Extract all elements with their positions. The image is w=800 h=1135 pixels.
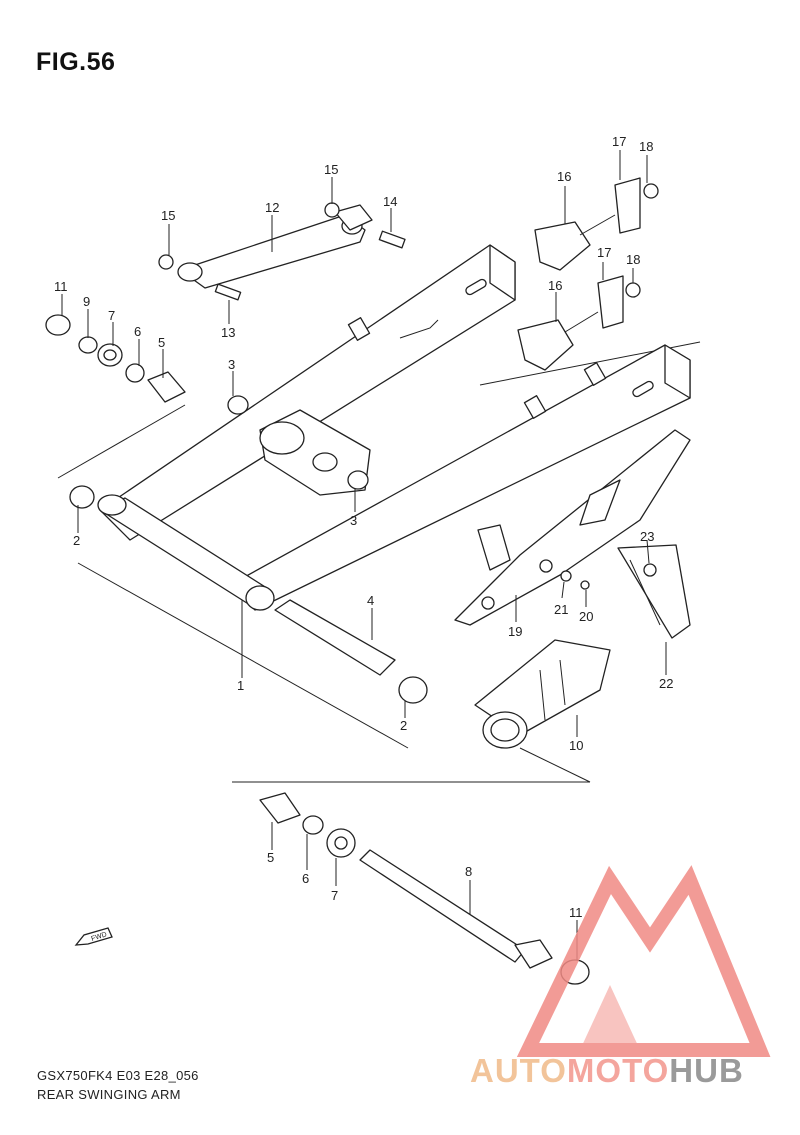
callout-2: 2 bbox=[400, 718, 407, 733]
callout-16: 16 bbox=[557, 169, 571, 184]
section-boundary-lower bbox=[232, 747, 591, 783]
callout-8: 8 bbox=[465, 864, 472, 879]
pivot-shaft-assembly bbox=[259, 792, 590, 985]
callout-10: 10 bbox=[569, 738, 583, 753]
callout-11: 11 bbox=[54, 279, 68, 294]
callout-5: 5 bbox=[158, 335, 165, 350]
callout-7: 7 bbox=[108, 308, 115, 323]
watermark-part-hub: HUB bbox=[669, 1052, 744, 1089]
callout-11: 11 bbox=[569, 905, 583, 920]
callout-2: 2 bbox=[73, 533, 80, 548]
watermark-part-auto: AUTO bbox=[470, 1052, 567, 1089]
bracket bbox=[617, 544, 691, 639]
callout-4: 4 bbox=[367, 593, 374, 608]
callout-9: 9 bbox=[83, 294, 90, 309]
figure-title: FIG.56 bbox=[36, 48, 116, 76]
callout-14: 14 bbox=[383, 194, 397, 209]
swinging-arm bbox=[97, 244, 691, 611]
callout-16: 16 bbox=[548, 278, 562, 293]
callout-22: 22 bbox=[659, 676, 673, 691]
callout-23: 23 bbox=[640, 529, 654, 544]
callout-15: 15 bbox=[324, 162, 338, 177]
chain-adjuster-upper bbox=[534, 177, 641, 271]
fwd-label: FWD bbox=[90, 931, 107, 943]
callout-6: 6 bbox=[134, 324, 141, 339]
watermark-part-moto: MOTO bbox=[566, 1052, 670, 1089]
pivot-hardware-lower bbox=[274, 599, 428, 704]
callout-20: 20 bbox=[579, 609, 593, 624]
torque-link bbox=[177, 204, 373, 289]
callout-13: 13 bbox=[221, 325, 235, 340]
figure-caption: REAR SWINGING ARM bbox=[37, 1087, 181, 1102]
callout-21: 21 bbox=[554, 602, 568, 617]
callout-18: 18 bbox=[639, 139, 653, 154]
callout-1: 1 bbox=[237, 678, 244, 693]
callout-7: 7 bbox=[331, 888, 338, 903]
fasteners bbox=[158, 183, 659, 590]
callout-12: 12 bbox=[265, 200, 279, 215]
callout-5: 5 bbox=[267, 850, 274, 865]
callout-6: 6 bbox=[302, 871, 309, 886]
model-code: GSX750FK4 E03 E28_056 bbox=[37, 1068, 199, 1083]
chain-adjuster-lower bbox=[517, 275, 624, 371]
chain-guard bbox=[454, 429, 691, 626]
watermark-logo bbox=[516, 865, 771, 1057]
callout-17: 17 bbox=[612, 134, 626, 149]
callout-19: 19 bbox=[508, 624, 522, 639]
callout-18: 18 bbox=[626, 252, 640, 267]
watermark-text: AUTOMOTOHUB bbox=[470, 1052, 744, 1090]
callout-numbers: 1 2 2 3 3 4 5 5 6 6 7 7 8 9 10 11 11 12 … bbox=[54, 134, 673, 920]
callout-15: 15 bbox=[161, 208, 175, 223]
fwd-arrow-icon: FWD bbox=[74, 927, 113, 946]
chain-buffer bbox=[474, 639, 611, 749]
callout-3: 3 bbox=[228, 357, 235, 372]
callout-3: 3 bbox=[350, 513, 357, 528]
callout-17: 17 bbox=[597, 245, 611, 260]
